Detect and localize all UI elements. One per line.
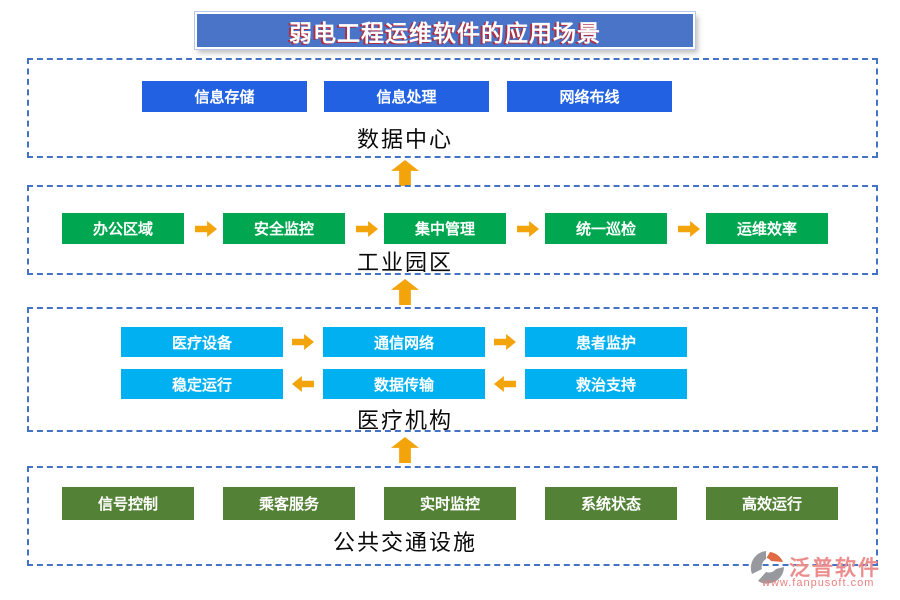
- arrow-right-icon: [356, 221, 378, 237]
- fanpu-logo-icon: [750, 550, 786, 586]
- node-om-efficiency: 运维效率: [706, 213, 828, 244]
- section-public-transport: 信号控制 乘客服务 实时监控 系统状态 高效运行 公共交通设施: [27, 466, 878, 566]
- arrow-right-icon: [494, 334, 516, 350]
- arrow-up-icon: [391, 279, 419, 305]
- section-label-data-center: 数据中心: [356, 127, 454, 152]
- section-label-industrial-park: 工业园区: [356, 250, 454, 275]
- node-security-monitoring: 安全监控: [223, 213, 345, 244]
- section-medical-institution: 医疗设备 通信网络 患者监护 稳定运行 数据传输 救治支持 医疗机构: [27, 307, 878, 433]
- node-medical-equipment: 医疗设备: [121, 327, 283, 357]
- node-communication-network: 通信网络: [323, 327, 485, 357]
- node-patient-monitoring: 患者监护: [525, 327, 687, 357]
- arrow-right-icon: [678, 221, 700, 237]
- page-title: 弱电工程运维软件的应用场景: [195, 12, 695, 49]
- arrow-right-icon: [292, 334, 314, 350]
- fanpu-logo[interactable]: 泛普软件 www.fanpusoft.com: [750, 548, 900, 596]
- arrow-right-icon: [195, 221, 217, 237]
- node-stable-operation: 稳定运行: [121, 369, 283, 399]
- logo-brand-text: 泛普软件: [789, 557, 881, 580]
- node-efficient-operation: 高效运行: [706, 487, 838, 520]
- node-signal-control: 信号控制: [62, 487, 194, 520]
- node-system-status: 系统状态: [545, 487, 677, 520]
- node-passenger-service: 乘客服务: [223, 487, 355, 520]
- node-centralized-management: 集中管理: [384, 213, 506, 244]
- section-label-public-transport: 公共交通设施: [332, 530, 478, 555]
- node-data-transmission: 数据传输: [323, 369, 485, 399]
- logo-url-text: www.fanpusoft.com: [762, 577, 875, 589]
- section-data-center: 信息存储 信息处理 网络布线 数据中心: [27, 58, 878, 158]
- node-realtime-monitoring: 实时监控: [384, 487, 516, 520]
- section-label-medical-institution: 医疗机构: [356, 408, 454, 433]
- node-unified-inspection: 统一巡检: [545, 213, 667, 244]
- arrow-left-icon: [292, 376, 314, 392]
- node-office-area: 办公区域: [62, 213, 184, 244]
- section-industrial-park: 办公区域 安全监控 集中管理 统一巡检 运维效率 工业园区: [27, 185, 878, 275]
- node-treatment-support: 救治支持: [525, 369, 687, 399]
- arrow-left-icon: [494, 376, 516, 392]
- node-information-storage: 信息存储: [142, 81, 307, 112]
- arrow-up-icon: [391, 437, 419, 463]
- arrow-right-icon: [517, 221, 539, 237]
- node-network-cabling: 网络布线: [507, 81, 672, 112]
- arrow-up-icon: [391, 160, 419, 186]
- node-information-processing: 信息处理: [324, 81, 489, 112]
- page-title-text: 弱电工程运维软件的应用场景: [289, 19, 601, 46]
